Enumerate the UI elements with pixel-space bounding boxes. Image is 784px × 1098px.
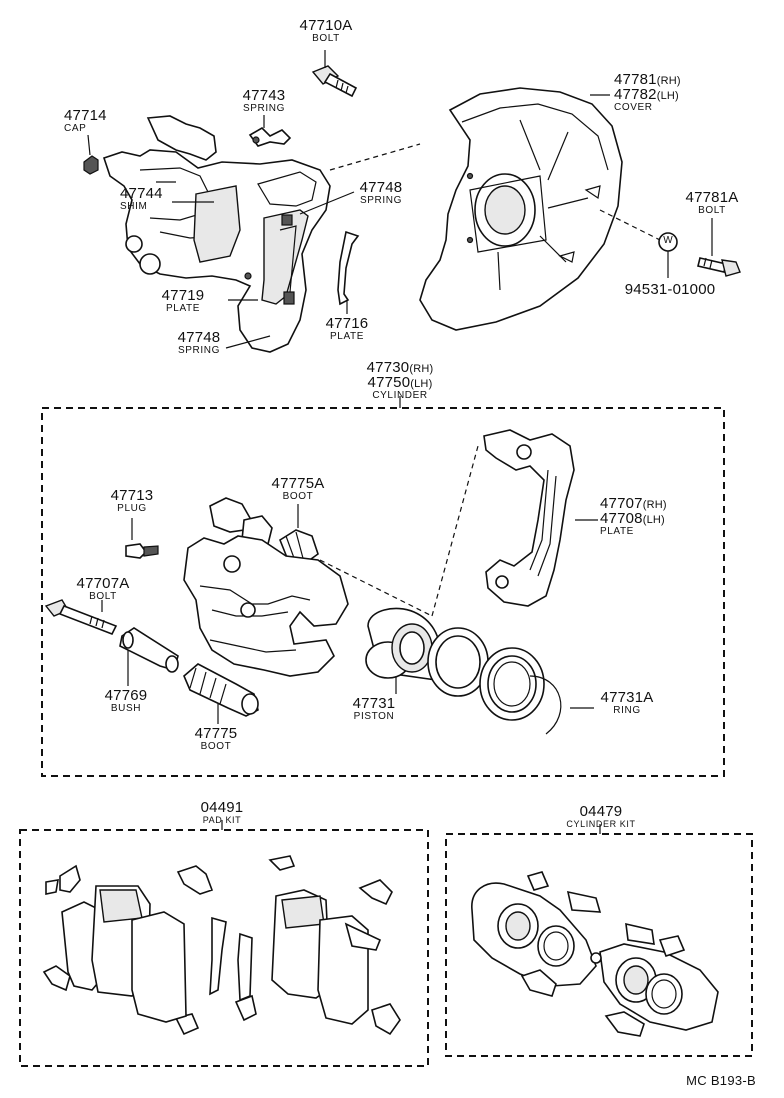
- piston-seal-drawing: [427, 627, 489, 697]
- part-number: 47714: [64, 107, 107, 124]
- part-number: 94531-01000: [624, 281, 716, 298]
- part-number: 47730: [366, 359, 410, 376]
- pad-kit-parts-drawing: [42, 855, 401, 1036]
- label-47744: 47744 SHIM: [120, 186, 190, 212]
- part-number: 04491: [200, 799, 244, 816]
- bolt-47781A-drawing: [697, 257, 741, 277]
- side-suffix-2: (LH): [410, 378, 433, 390]
- part-name: PLATE: [166, 303, 200, 314]
- label-47730-47750: 47730(RH) 47750(LH) CYLINDER: [340, 360, 460, 401]
- part-number-2: 47750: [367, 374, 411, 391]
- disc-brake-dust-cover-drawing: [419, 87, 623, 331]
- part-number: 47775A: [271, 475, 325, 492]
- part-number: 47716: [325, 315, 369, 332]
- label-04491: 04491 PAD KIT: [182, 800, 262, 825]
- label-47713: 47713 PLUG: [104, 488, 160, 514]
- label-47714: 47714 CAP: [64, 108, 134, 134]
- part-number: 47743: [242, 87, 286, 104]
- part-name: BOLT: [312, 33, 340, 44]
- part-name: CAP: [64, 123, 87, 134]
- label-47716: 47716 PLATE: [314, 316, 380, 342]
- part-number: 47710A: [299, 17, 353, 34]
- ring-47731A-drawing: [479, 647, 562, 735]
- part-number: 47731A: [600, 689, 654, 706]
- cylinder-group-box: [41, 407, 725, 777]
- label-47710A: 47710A BOLT: [290, 18, 362, 44]
- part-name: SPRING: [360, 195, 402, 206]
- label-47707A: 47707A BOLT: [70, 576, 136, 602]
- part-name: PLATE: [330, 331, 364, 342]
- part-number: 47707A: [76, 575, 130, 592]
- part-name: SPRING: [178, 345, 220, 356]
- boot-47775-drawing: [183, 663, 259, 717]
- part-name: PAD KIT: [202, 815, 242, 825]
- side-suffix-2: (LH): [642, 514, 665, 526]
- caliper-cylinder-body-drawing: [183, 497, 349, 677]
- label-47748-lower: 47748 SPRING: [166, 330, 232, 356]
- label-94531-01000: 94531-01000: [620, 282, 720, 297]
- part-name: PLUG: [117, 503, 147, 514]
- part-name: SPRING: [243, 103, 285, 114]
- part-name: PLATE: [600, 526, 634, 537]
- piston-47731-drawing: [365, 607, 441, 681]
- part-name: BOOT: [282, 491, 314, 502]
- label-47781A: 47781A BOLT: [676, 190, 748, 216]
- cap-47714-drawing: [83, 155, 99, 175]
- part-name: BUSH: [110, 703, 142, 714]
- part-number: 47748: [359, 179, 403, 196]
- diagram-code: MC B193-B: [686, 1073, 756, 1088]
- part-number-2: 47782: [614, 86, 657, 103]
- spring-47743-drawing: [248, 126, 292, 147]
- bolt-47707A-drawing: [44, 599, 118, 636]
- label-47775A: 47775A BOOT: [262, 476, 334, 502]
- label-47781-47782: 47781(RH) 47782(LH) COVER: [614, 72, 734, 113]
- part-number-2: 47708: [600, 510, 643, 527]
- side-suffix-2: (LH): [656, 90, 679, 102]
- part-number: 47769: [104, 687, 148, 704]
- part-number: 47707: [600, 495, 643, 512]
- part-number: 47744: [120, 185, 163, 202]
- side-suffix: (RH): [409, 363, 434, 375]
- cylinder-kit-parts-drawing: [471, 871, 719, 1037]
- part-number: 47731: [352, 695, 396, 712]
- part-name: PISTON: [353, 711, 395, 722]
- part-name: SHIM: [120, 201, 148, 212]
- part-number: 47781: [614, 71, 657, 88]
- part-name: RING: [613, 705, 641, 716]
- caliper-assembly-top-drawing: [102, 115, 331, 353]
- label-47775: 47775 BOOT: [186, 726, 246, 752]
- part-name: BOLT: [698, 205, 726, 216]
- label-47748-upper: 47748 SPRING: [348, 180, 414, 206]
- pad-kit-box: [19, 829, 429, 1067]
- label-47731A: 47731A RING: [592, 690, 662, 716]
- plate-47707-drawing: [483, 429, 575, 607]
- washer-letter: W: [663, 235, 673, 246]
- part-name: CYLINDER KIT: [566, 819, 636, 829]
- part-name: CYLINDER: [372, 390, 428, 401]
- part-number: 47781A: [685, 189, 739, 206]
- part-number: 47775: [194, 725, 238, 742]
- label-04479: 04479 CYLINDER KIT: [556, 804, 646, 829]
- label-47769: 47769 BUSH: [96, 688, 156, 714]
- bush-47769-drawing: [119, 627, 179, 673]
- plug-47713-drawing: [125, 543, 159, 559]
- side-suffix: (RH): [656, 75, 681, 87]
- part-name: BOOT: [200, 741, 232, 752]
- side-suffix: (RH): [642, 499, 667, 511]
- label-47719: 47719 PLATE: [150, 288, 216, 314]
- part-number: 47713: [110, 487, 154, 504]
- part-number: 47719: [161, 287, 205, 304]
- bolt-47710A-drawing: [311, 65, 358, 98]
- part-number: 47748: [177, 329, 221, 346]
- part-name: COVER: [614, 102, 653, 113]
- part-number: 04479: [579, 803, 623, 820]
- label-47707-47708: 47707(RH) 47708(LH) PLATE: [600, 496, 720, 537]
- plate-47716-drawing: [337, 230, 360, 306]
- part-name: BOLT: [89, 591, 117, 602]
- washer-mark: W: [661, 236, 675, 246]
- label-47743: 47743 SPRING: [224, 88, 304, 114]
- label-47731: 47731 PISTON: [344, 696, 404, 722]
